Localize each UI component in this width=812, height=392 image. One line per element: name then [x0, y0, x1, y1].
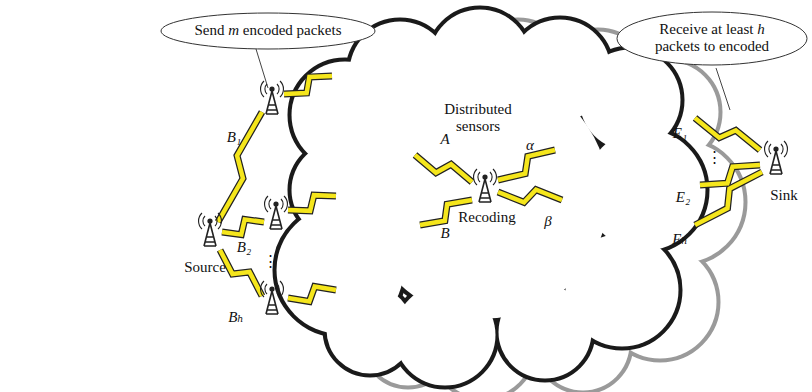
lightning-outline	[284, 76, 332, 94]
cloud-fill	[327, 287, 414, 374]
radio-waves	[265, 196, 288, 212]
callout-text: Receive at least h packets to encoded	[642, 21, 782, 56]
antenna-tip	[269, 286, 274, 291]
leader-line	[256, 49, 268, 88]
antenna-icon	[765, 141, 788, 174]
lightning-bolt	[415, 155, 472, 182]
grey-cloud	[313, 20, 745, 392]
callout-ellipse: Receive at least h packets to encoded	[616, 11, 808, 66]
lightning-bolt	[695, 172, 762, 225]
radio-waves	[261, 81, 284, 97]
link-label: B	[440, 225, 449, 242]
lightning-outline	[498, 150, 555, 180]
station-node: Source	[180, 257, 230, 279]
lightning-outline	[222, 219, 264, 234]
leader-line	[716, 68, 730, 110]
lightning-bolt	[695, 118, 760, 150]
annotation-label: Distributed sensors	[432, 101, 524, 136]
lightning-bolt	[498, 150, 555, 180]
antenna-tip	[273, 201, 278, 206]
antenna-tip	[773, 146, 778, 151]
antenna-mast	[204, 223, 216, 246]
callout-ellipse: Send m encoded packets	[160, 12, 376, 50]
station-label: Sink	[770, 187, 798, 204]
link-label: E₁	[673, 125, 687, 142]
lightning-outline	[218, 112, 262, 222]
antenna-tip	[482, 174, 487, 179]
lightning-bolt	[498, 190, 562, 203]
lightning-outline	[220, 250, 262, 296]
link-label: A	[440, 131, 449, 148]
antenna-icon	[265, 196, 288, 229]
station-node: Sink	[766, 185, 802, 207]
antenna-mast	[479, 179, 491, 202]
link-label: E₂	[676, 189, 690, 206]
lightning-bolt	[284, 76, 332, 94]
lightning-bolt	[288, 286, 336, 301]
lightning-bolt	[288, 195, 336, 211]
link-label: β	[544, 213, 551, 230]
lightning-outline	[415, 155, 472, 182]
wireless-links	[218, 76, 762, 302]
antenna-tip	[207, 218, 212, 223]
callout-text: Send m encoded packets	[194, 22, 341, 39]
lightning-outline	[695, 118, 760, 150]
lightning-bolt	[700, 165, 760, 185]
station-label: Recoding	[458, 209, 516, 226]
radio-waves	[261, 281, 284, 297]
link-label: B₂	[237, 239, 251, 256]
lightning-outline	[288, 286, 336, 301]
antenna-mast	[770, 151, 782, 174]
antenna-mast	[266, 91, 278, 114]
radio-waves	[474, 169, 497, 185]
antenna-mast	[270, 206, 282, 229]
lightning-bolt	[218, 112, 262, 222]
radio-waves	[199, 213, 222, 229]
black-cloud	[275, 8, 707, 387]
antenna-icon	[474, 169, 497, 202]
station-node: Recoding	[454, 207, 520, 229]
link-label: B₁	[227, 129, 241, 146]
callout-ellipse-shape	[617, 12, 807, 65]
annotation-label: ⋮	[707, 149, 722, 166]
antenna-icon	[199, 213, 222, 246]
station-label: Source	[184, 259, 226, 276]
callout-ellipse-shape	[161, 13, 375, 49]
antenna-icon	[261, 281, 284, 314]
annotation-label: ⋮	[263, 253, 278, 270]
link-label: Bₕ	[228, 309, 244, 326]
lightning-bolt	[220, 250, 262, 296]
lightning-outline	[288, 195, 336, 211]
cloud-fill	[362, 72, 609, 319]
lightning-outline	[498, 190, 562, 203]
antenna-mast	[266, 291, 278, 314]
radio-waves	[765, 141, 788, 157]
antenna-icon	[261, 81, 284, 114]
link-label: α	[526, 137, 534, 154]
antennas	[199, 81, 788, 314]
antenna-tip	[269, 86, 274, 91]
lightning-bolt	[222, 219, 264, 234]
link-label: Eₕ	[672, 231, 688, 248]
